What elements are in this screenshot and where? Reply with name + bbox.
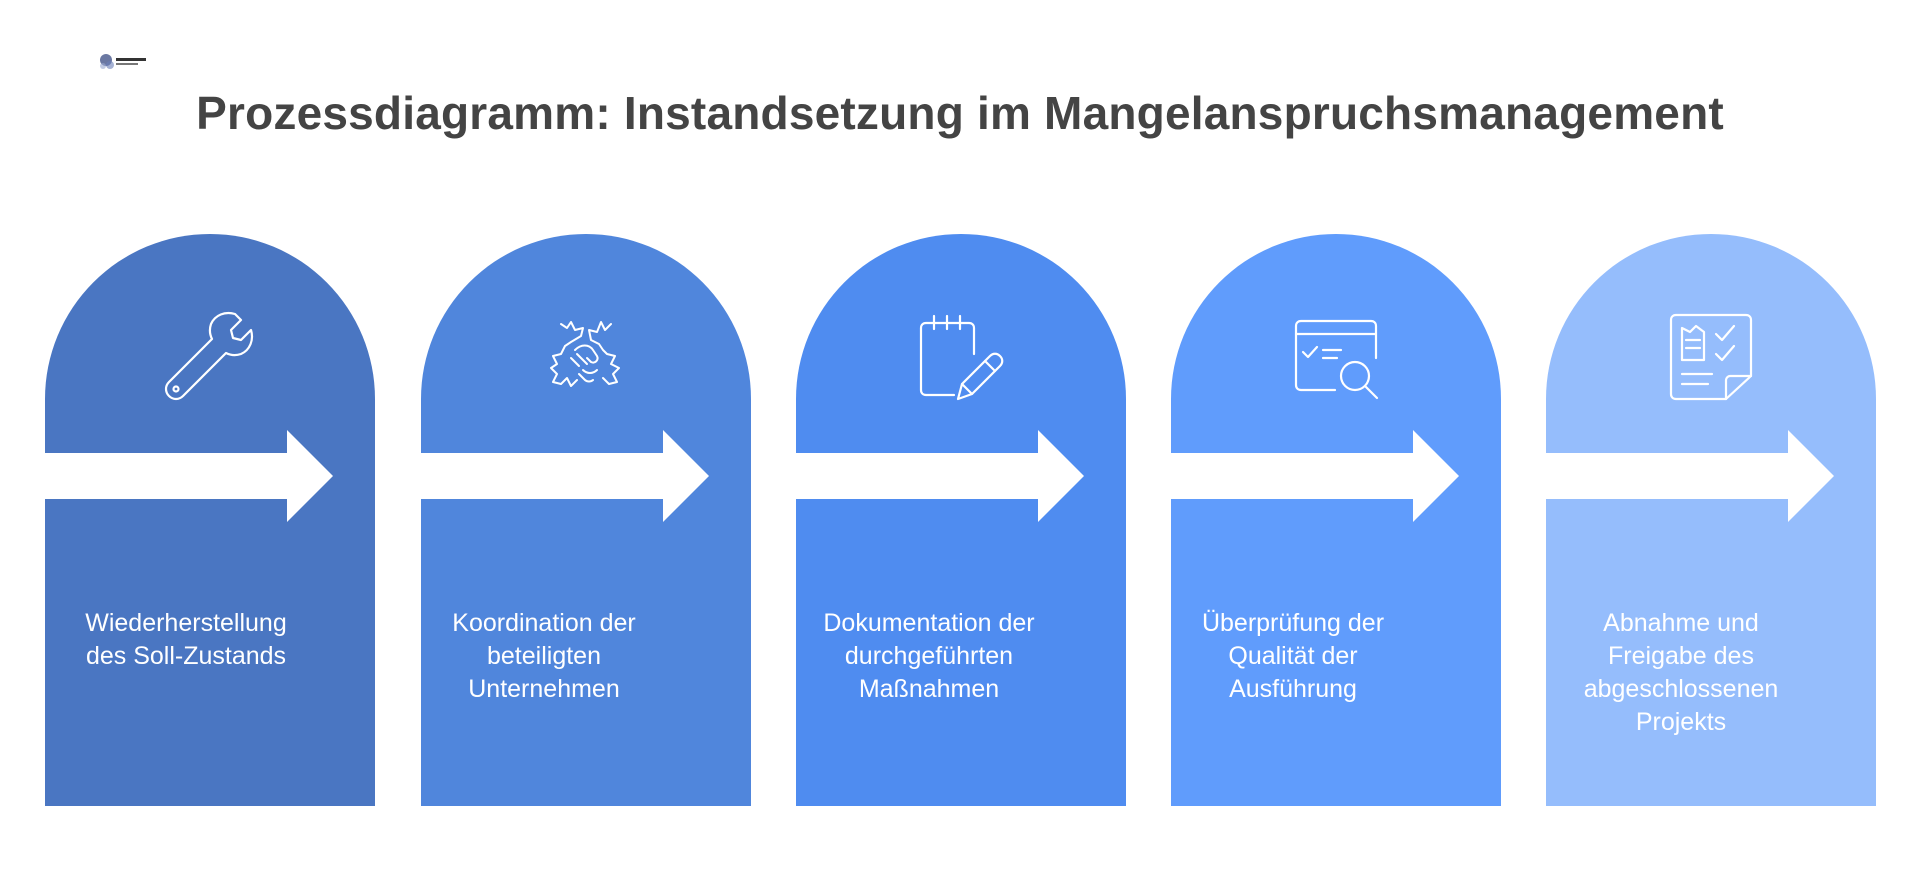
step-arrow [421,430,751,522]
handshake-icon [531,304,641,414]
process-step: Dokumentation der durchgeführten Maßnahm… [796,234,1126,806]
process-step: Wiederherstellung des Soll-Zustands [45,234,375,806]
step-label: Abnahme und Freigabe des abgeschlossenen… [1583,609,1779,736]
diagram-title: Prozessdiagramm: Instandsetzung im Mange… [196,87,1724,139]
step-arrow [45,430,375,522]
process-step: Abnahme und Freigabe des abgeschlossenen… [1546,234,1876,806]
process-step: Überprüfung der Qualität der Ausführung [1171,234,1501,806]
inspection-icon [1281,304,1391,414]
step-label: Wiederherstellung des Soll-Zustands [85,609,287,670]
step-arrow [796,430,1126,522]
company-logo [100,54,146,69]
step-label: Dokumentation der durchgeführten Maßnahm… [823,609,1035,703]
process-step: Koordination der beteiligten Unternehmen [421,234,751,806]
step-arrow [1171,430,1501,522]
step-label: Koordination der beteiligten Unternehmen [452,609,636,703]
wrench-icon [155,304,265,414]
checklist-document-icon [1656,304,1766,414]
step-arrow [1546,430,1876,522]
step-label: Überprüfung der Qualität der Ausführung [1201,609,1385,703]
notepad-pencil-icon [906,304,1016,414]
